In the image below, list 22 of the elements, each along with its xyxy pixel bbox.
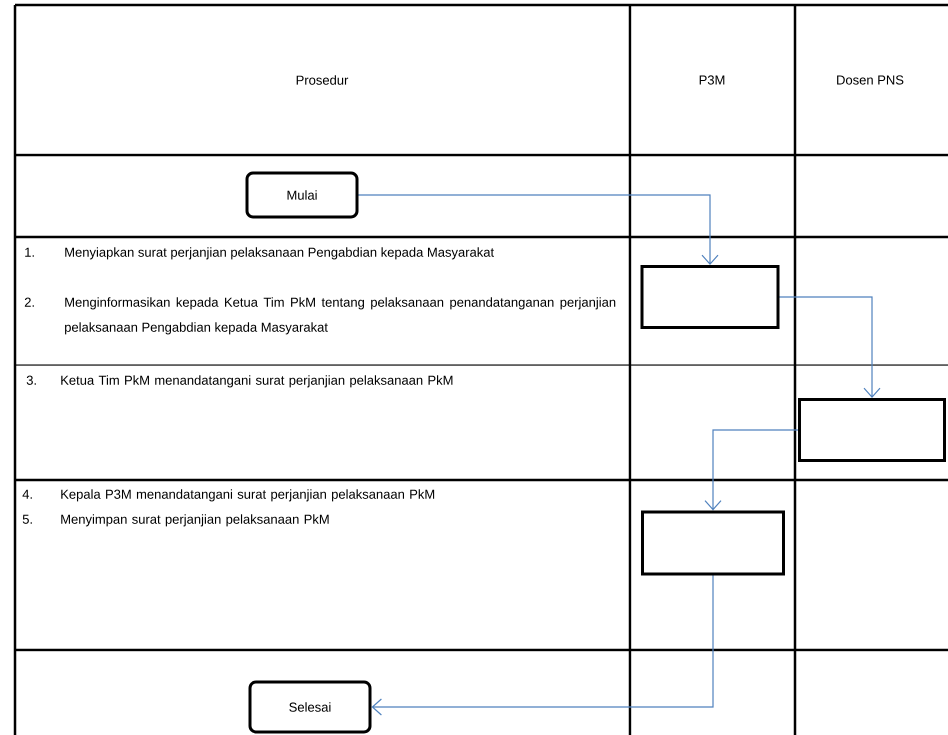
header-cell: Prosedur xyxy=(296,75,348,85)
header-cell: P3M xyxy=(700,75,724,85)
list-number: 4. xyxy=(22,490,32,499)
procedure-text: Menyiapkan surat perjanjian pelaksanaan Pengabdian kepada Masyarakat xyxy=(65,247,494,260)
list-number: 2. xyxy=(24,298,34,307)
arrow xyxy=(358,194,718,265)
arrow xyxy=(780,296,880,398)
list-number: 5. xyxy=(22,514,32,524)
end-terminal: Selesai xyxy=(248,680,372,734)
header-cell: Dosen PNS xyxy=(837,75,904,85)
process-box xyxy=(798,398,946,462)
arrow xyxy=(372,576,714,716)
procedure-text: Menyimpan surat perjanjian pelaksanaan PkM xyxy=(61,514,329,526)
procedure-text: Kepala P3M menandatangani surat perjanjian pelaksanaan PkM xyxy=(61,489,434,502)
list-number: 3. xyxy=(26,376,36,385)
process-box xyxy=(640,265,780,329)
procedure-text: Menginformasikan kepada Ketua Tim PkM tentang pelaksanaan penandatanganan perjanjian pelaksanaan Pengabdian kepada Masyarakat xyxy=(65,297,616,334)
start-terminal: Mulai xyxy=(246,172,358,218)
arrow xyxy=(704,429,798,510)
procedure-text: Ketua Tim PkM menandatangani surat perjanjian pelaksanaan PkM xyxy=(61,375,452,388)
process-box xyxy=(641,510,785,576)
list-number: 1. xyxy=(25,248,34,257)
